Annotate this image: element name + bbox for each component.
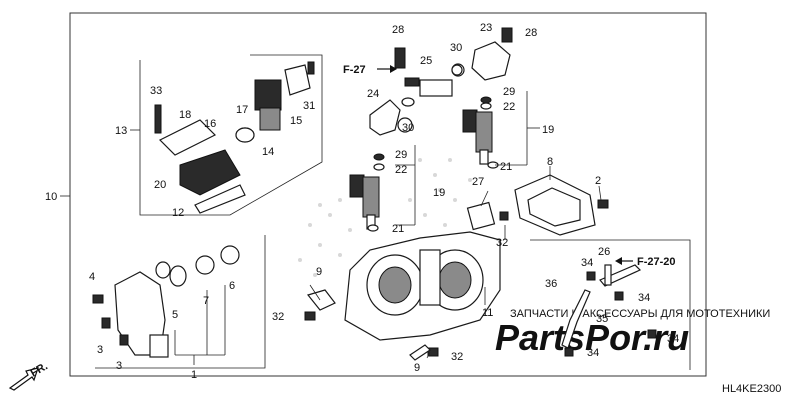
callout-28: 28	[392, 24, 404, 36]
callout-4: 4	[89, 271, 95, 283]
hose-assembly	[561, 264, 657, 357]
callout-24: 24	[367, 88, 379, 100]
callout-11: 11	[482, 307, 493, 319]
svg-text:F-27-20: F-27-20	[637, 256, 676, 268]
callout-8: 8	[547, 156, 553, 168]
callout-28: 28	[525, 27, 537, 39]
callout-14: 14	[262, 146, 274, 158]
assembly-1-box	[95, 235, 266, 369]
diagram-code: HL4KE2300	[722, 383, 781, 395]
callout-21: 21	[392, 223, 404, 235]
washers	[235, 64, 499, 232]
callout-34: 34	[587, 347, 599, 359]
callout-13: 13	[115, 125, 127, 137]
callout-7: 7	[203, 295, 209, 307]
callout-29: 29	[395, 149, 407, 161]
callout-30: 30	[402, 122, 414, 134]
callout-32: 32	[272, 311, 284, 323]
callout-31: 31	[303, 100, 315, 112]
callout-6: 6	[229, 280, 235, 292]
gasket-plates	[306, 289, 431, 361]
fuel-joint	[369, 99, 413, 136]
assembly-13-box	[139, 54, 323, 216]
callouts: 1 2 3 3 4 5 6 7 8 9 9 10 11 12 13 14 15 …	[45, 22, 679, 381]
svg-text:F-27: F-27	[343, 64, 366, 76]
callout-33: 33	[150, 85, 162, 97]
callout-35: 35	[596, 313, 608, 325]
callout-9: 9	[414, 362, 420, 374]
callout-19: 19	[433, 187, 445, 199]
callout-36: 36	[545, 278, 557, 290]
callout-23: 23	[480, 22, 492, 34]
callout-34: 34	[667, 333, 679, 345]
callout-19: 19	[542, 124, 554, 136]
callout-3: 3	[116, 360, 122, 372]
callout-22: 22	[503, 101, 515, 113]
hatched-region	[298, 158, 472, 277]
bolts	[92, 27, 609, 357]
callout-29: 29	[503, 86, 515, 98]
callout-34: 34	[581, 257, 593, 269]
leader-lines	[60, 91, 602, 365]
watermark-logo: PartsPor.ru	[495, 317, 689, 358]
callout-16: 16	[204, 118, 216, 130]
diagram-frame	[69, 12, 707, 377]
injector-upper	[462, 109, 493, 165]
cover	[514, 174, 596, 236]
sensor-assembly	[158, 64, 311, 214]
callout-22: 22	[395, 164, 407, 176]
gasket	[466, 201, 496, 231]
callout-34: 34	[638, 292, 650, 304]
callout-26: 26	[598, 246, 610, 258]
callout-21: 21	[500, 161, 512, 173]
callout-32: 32	[451, 351, 463, 363]
callout-12: 12	[172, 207, 184, 219]
callout-17: 17	[236, 104, 248, 116]
hose-inset-box	[530, 239, 691, 370]
callout-9: 9	[316, 266, 322, 278]
throttle-body	[344, 231, 501, 341]
ref-f27: F-27	[343, 64, 397, 76]
callout-32: 32	[496, 237, 508, 249]
front-label: FR.	[29, 360, 50, 379]
callout-3: 3	[97, 344, 103, 356]
callout-10: 10	[45, 191, 57, 203]
ref-f27-20: F-27-20	[615, 256, 676, 268]
callout-5: 5	[172, 309, 178, 321]
callout-2: 2	[595, 175, 601, 187]
callout-27: 27	[472, 176, 484, 188]
fuel-pipe	[404, 77, 453, 97]
callout-15: 15	[290, 115, 302, 127]
callout-20: 20	[154, 179, 166, 191]
injector-lower	[349, 174, 380, 230]
tps-assembly	[114, 245, 240, 358]
callout-25: 25	[420, 55, 432, 67]
callout-1: 1	[191, 369, 197, 381]
front-arrow-icon	[8, 367, 39, 391]
callout-18: 18	[179, 109, 191, 121]
callout-30: 30	[450, 42, 462, 54]
